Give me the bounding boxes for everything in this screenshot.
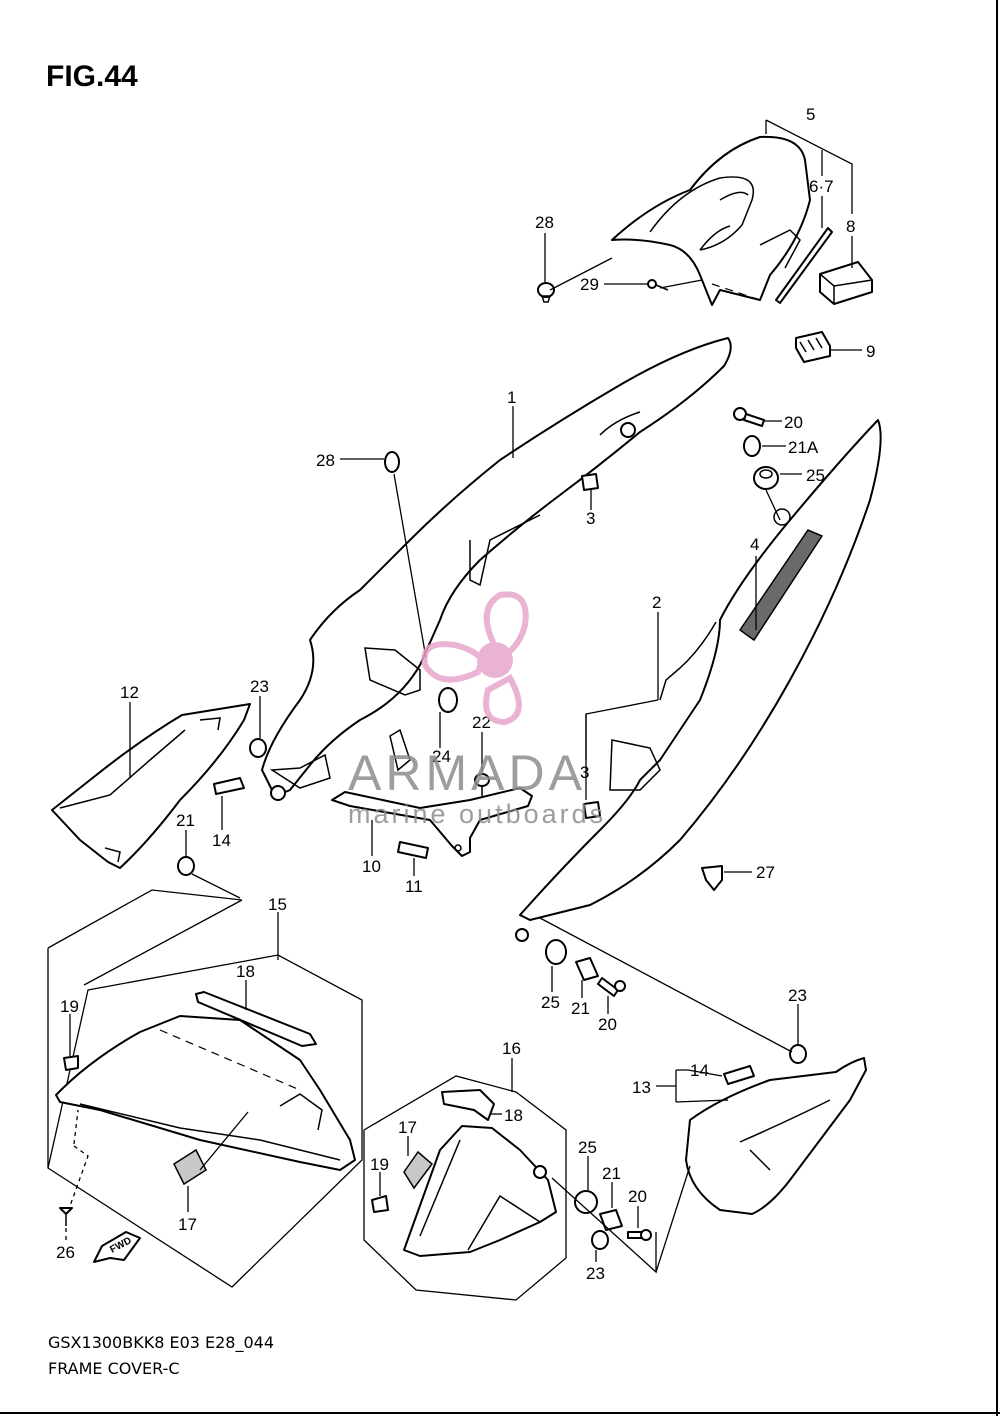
callout-3-top: 3 — [586, 509, 595, 528]
screw-20-bot — [627, 1229, 652, 1241]
clip-22 — [474, 773, 490, 796]
callout-20-bot: 20 — [628, 1187, 647, 1206]
grommet-25-mid — [545, 939, 567, 965]
callout-13: 13 — [632, 1078, 651, 1097]
bracket-10 — [331, 728, 533, 857]
cover-16 — [403, 1125, 557, 1257]
grommet-23-bot — [591, 1230, 609, 1250]
pad-8 — [819, 261, 873, 305]
callout-8: 8 — [846, 217, 855, 236]
strip-18-right — [441, 1089, 495, 1121]
callout-23-bot: 23 — [586, 1264, 605, 1283]
figure-title: FIG.44 — [46, 60, 138, 93]
callout-6-7: 6·7 — [809, 177, 834, 196]
clip-19-left — [63, 1055, 79, 1071]
callout-22: 22 — [472, 713, 491, 732]
rivet-26 — [59, 1207, 73, 1226]
callout-19-right: 19 — [370, 1155, 389, 1174]
grommet-23-left — [249, 738, 267, 758]
grommet-23-right — [789, 1044, 807, 1064]
insert-3-mid — [583, 801, 601, 819]
insert-3-top — [581, 473, 599, 491]
model-code: GSX1300BKK8 E03 E28_044 — [48, 1333, 275, 1352]
callout-23-right: 23 — [788, 986, 807, 1005]
callout-1: 1 — [507, 388, 516, 407]
callout-20-mid: 20 — [598, 1015, 617, 1034]
callout-14-left: 14 — [212, 831, 231, 850]
connector-9 — [795, 331, 831, 363]
collar-21a — [743, 435, 761, 457]
grommet-25-bot — [574, 1190, 598, 1214]
callout-23-left: 23 — [250, 677, 269, 696]
strip-18-left — [195, 991, 317, 1047]
screw-29 — [647, 279, 669, 291]
figure-footer: GSX1300BKK8 E03 E28_044 FRAME COVER-C — [48, 1330, 274, 1382]
cover-15 — [55, 1015, 356, 1171]
bushing-24 — [438, 687, 458, 713]
callout-24: 24 — [432, 747, 451, 766]
screw-20-top — [733, 407, 765, 427]
seal-strip — [775, 227, 833, 304]
callout-21-mid: 21 — [571, 999, 590, 1018]
pad-17-right — [403, 1150, 434, 1190]
callout-21-left: 21 — [176, 811, 195, 830]
screw-20-mid — [597, 977, 626, 997]
leader-lines — [65, 119, 862, 1274]
fwd-arrow: FWD — [93, 1231, 141, 1263]
callout-19-left: 19 — [60, 997, 79, 1016]
insert-14-right — [723, 1065, 755, 1085]
callout-21-bot: 21 — [602, 1164, 621, 1183]
callout-3-mid: 3 — [580, 763, 589, 782]
watermark: ARMADA marine outboards — [348, 591, 606, 829]
collar-21-bot — [599, 1209, 623, 1231]
callout-11: 11 — [405, 877, 423, 896]
callout-17-left: 17 — [178, 1215, 197, 1234]
insert-14-left — [213, 777, 245, 795]
frame-cover-left — [261, 337, 732, 801]
pad-17-left — [173, 1148, 207, 1186]
callout-21a: 21A — [788, 438, 819, 457]
tail-cover — [611, 135, 811, 306]
callout-10: 10 — [362, 857, 381, 876]
callout-25-top: 25 — [806, 466, 825, 485]
callout-29: 29 — [580, 275, 599, 294]
callout-16: 16 — [502, 1039, 521, 1058]
watermark-brand: ARMADA — [348, 745, 586, 801]
callout-28-top: 28 — [535, 213, 554, 232]
watermark-tagline: marine outboards — [348, 799, 606, 829]
callout-18-left: 18 — [236, 962, 255, 981]
clip-28-mid — [384, 451, 400, 473]
propeller-logo — [421, 591, 529, 726]
callout-17-right: 17 — [398, 1118, 417, 1137]
callout-14-right: 14 — [690, 1061, 709, 1080]
callout-25-bot: 25 — [578, 1138, 597, 1157]
side-cover-13 — [685, 1057, 867, 1215]
group-box-16 — [363, 1075, 567, 1301]
callout-26: 26 — [56, 1243, 75, 1262]
insert-11 — [397, 841, 429, 859]
callout-15: 15 — [268, 895, 287, 914]
section-name: FRAME COVER-C — [48, 1359, 180, 1378]
clip-28-top — [537, 282, 555, 303]
callout-9: 9 — [866, 342, 875, 361]
collar-21-mid — [575, 957, 599, 981]
callout-2: 2 — [652, 593, 661, 612]
frame-cover-right — [515, 419, 882, 942]
callout-20-top: 20 — [784, 413, 803, 432]
damper-27 — [701, 865, 723, 891]
callout-labels: 5 6·7 8 28 29 9 1 20 21A 28 25 3 4 2 23 … — [56, 105, 875, 1283]
callout-28-mid: 28 — [316, 451, 335, 470]
clip-19-right — [371, 1195, 389, 1213]
callout-27: 27 — [756, 863, 775, 882]
grommet-25-top — [753, 466, 779, 490]
callout-5: 5 — [806, 105, 815, 124]
callout-25-mid: 25 — [541, 993, 560, 1012]
callout-18-right: 18 — [504, 1106, 523, 1125]
callout-4: 4 — [750, 535, 759, 554]
grommet-21-left — [177, 856, 195, 876]
callout-12: 12 — [120, 683, 139, 702]
